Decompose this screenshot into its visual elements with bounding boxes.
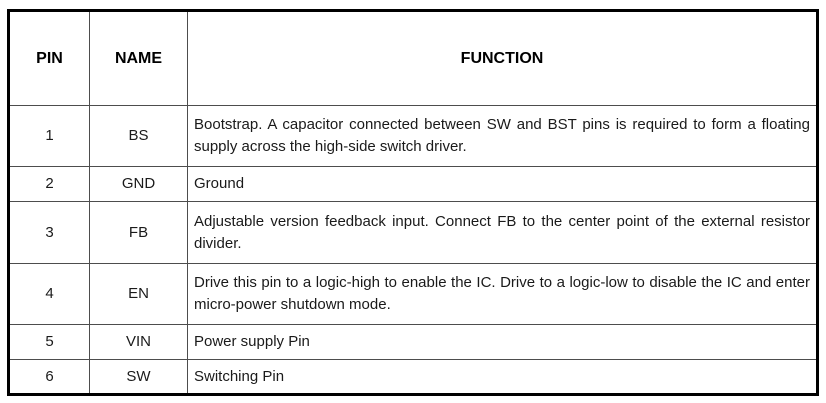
pin-number-cell: 4	[8, 262, 90, 326]
pin-name-cell: VIN	[89, 324, 188, 361]
pin-number-cell: 5	[8, 324, 90, 361]
pin-function-cell: Switching Pin	[187, 359, 818, 395]
table-row-pin-6: 6 SW Switching Pin	[8, 359, 818, 395]
pin-name-cell: EN	[89, 262, 188, 326]
column-header-function: FUNCTION	[187, 10, 818, 106]
table-body: 1 BS Bootstrap. A capacitor connected be…	[8, 104, 818, 395]
pin-function-cell: Power supply Pin	[187, 324, 818, 361]
pin-function-cell: Ground	[187, 166, 818, 203]
pin-function-cell: Drive this pin to a logic-high to enable…	[187, 262, 818, 326]
pin-number-cell: 3	[8, 201, 90, 264]
pin-name-cell: SW	[89, 359, 188, 395]
table-row-pin-2: 2 GND Ground	[8, 166, 818, 203]
column-header-name: NAME	[89, 10, 188, 106]
table-header: PIN NAME FUNCTION	[8, 10, 818, 106]
pin-number-cell: 6	[8, 359, 90, 395]
pin-number-cell: 2	[8, 166, 90, 203]
pin-function-cell: Adjustable version feedback input. Conne…	[187, 201, 818, 264]
pin-function-table: PIN NAME FUNCTION 1 BS Bootstrap. A capa…	[7, 9, 819, 396]
header-row: PIN NAME FUNCTION	[8, 10, 818, 106]
pin-name-cell: GND	[89, 166, 188, 203]
pin-name-cell: BS	[89, 104, 188, 168]
table-row-pin-1: 1 BS Bootstrap. A capacitor connected be…	[8, 104, 818, 168]
column-header-pin: PIN	[8, 10, 90, 106]
table-row-pin-3: 3 FB Adjustable version feedback input. …	[8, 201, 818, 264]
pin-name-cell: FB	[89, 201, 188, 264]
table-row-pin-4: 4 EN Drive this pin to a logic-high to e…	[8, 262, 818, 326]
pin-function-cell: Bootstrap. A capacitor connected between…	[187, 104, 818, 168]
pin-number-cell: 1	[8, 104, 90, 168]
table-row-pin-5: 5 VIN Power supply Pin	[8, 324, 818, 361]
